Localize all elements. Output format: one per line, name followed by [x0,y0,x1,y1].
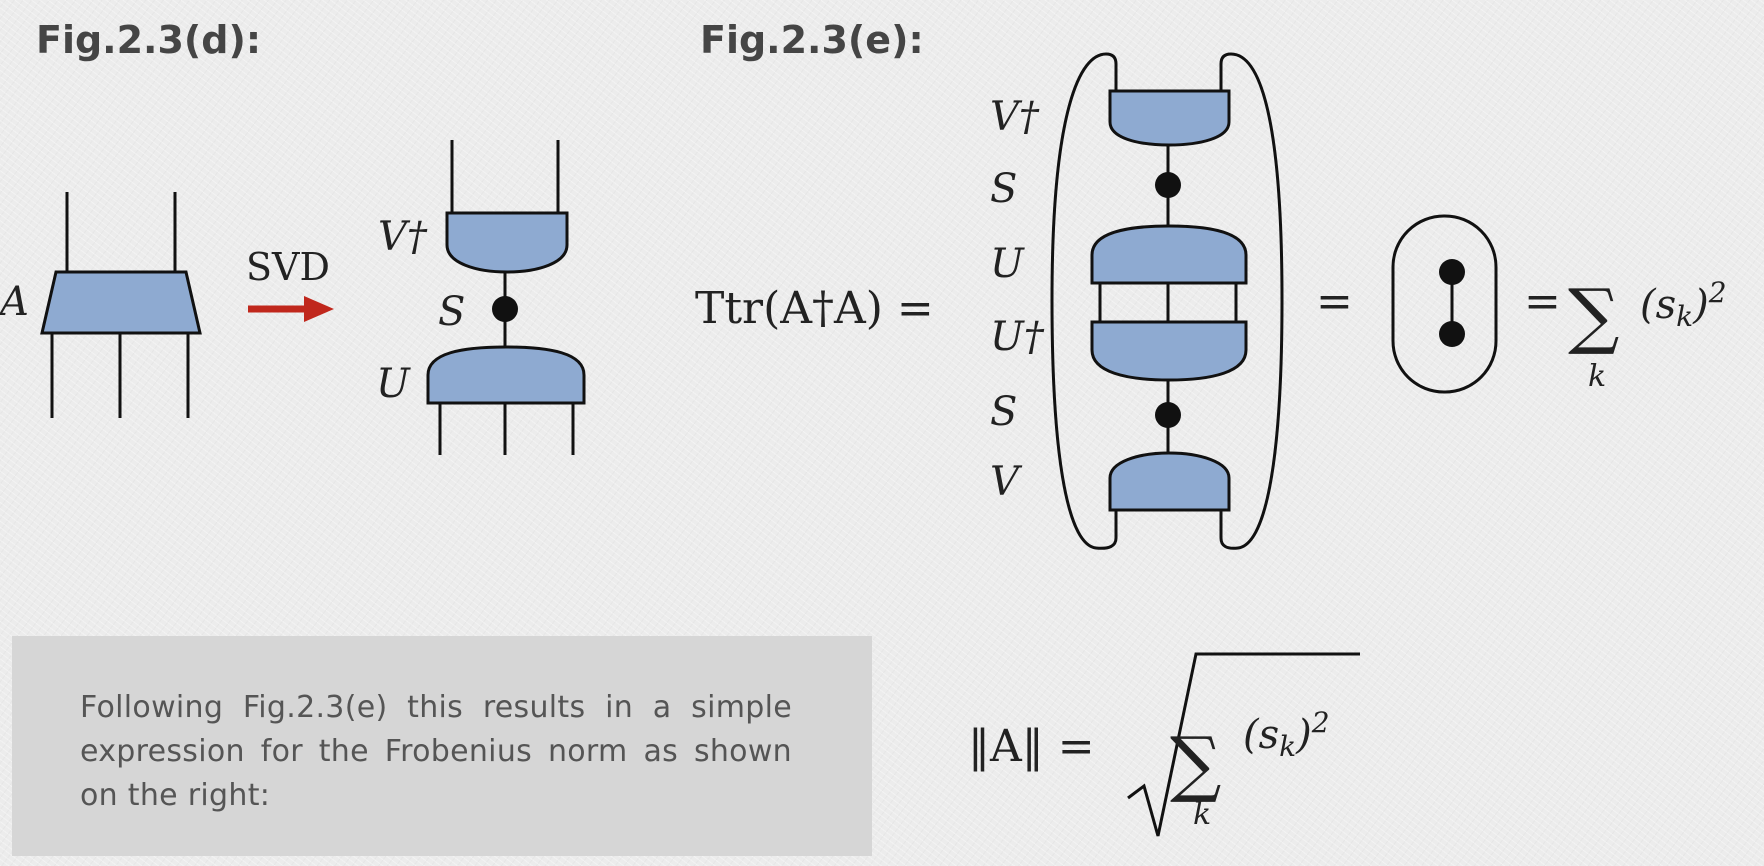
fig-e-title: Fig.2.3(e): [700,18,924,62]
stack-node-s-top [1155,172,1181,198]
sum-term-e: (sk)2 [1640,276,1727,333]
fig-d-title: Fig.2.3(d): [36,18,262,62]
norm-lhs: ‖A‖ = [968,721,1095,772]
equals-sign-1: = [1316,276,1353,327]
note-box: Following Fig.2.3(e) this results in a s… [12,636,872,856]
arrow-right-icon [248,296,334,322]
tensor-v-dagger [445,211,569,274]
loop-node-top [1439,259,1465,285]
label-v-dagger: V† [378,214,428,260]
stack-label-u: U [990,241,1025,287]
label-s: S [438,289,465,335]
label-u: U [376,361,411,407]
singular-value-node-s [492,296,518,322]
stack-label-v-dagger: V† [990,94,1040,140]
tensor-u [426,345,586,405]
stack-node-s-bottom [1155,402,1181,428]
trace-lhs: Ttr(A†A) = [695,283,934,334]
norm-sum-index: k [1193,797,1211,832]
square-root-sign [1127,652,1360,837]
stack-label-s: S [990,389,1017,435]
reduced-loop [1391,214,1498,394]
tensor-a [40,270,202,335]
sum-symbol-norm: ∑ [1170,721,1221,805]
fig-d-diagram [50,192,190,418]
stack-tensor-v-dagger [1108,89,1231,147]
stack-tensor-u-dagger [1090,320,1248,382]
tensor-a-label: A [0,279,29,325]
norm-sum-term: (sk)2 [1243,706,1330,763]
stack-label-s: S [990,166,1017,212]
note-text: Following Fig.2.3(e) this results in a s… [80,690,792,813]
stack-labels: V† S U U† S V [990,94,1045,505]
stack-tensor-u [1090,224,1248,285]
sum-index-e: k [1588,359,1606,394]
equals-sign-2: = [1524,276,1561,327]
loop-node-bottom [1439,321,1465,347]
stack-label-v: V [990,459,1023,505]
stack-tensor-v [1108,451,1231,512]
svd-label: SVD [246,245,330,289]
sum-symbol-e: ∑ [1568,273,1619,357]
stack-label-u-dagger: U† [990,314,1045,360]
